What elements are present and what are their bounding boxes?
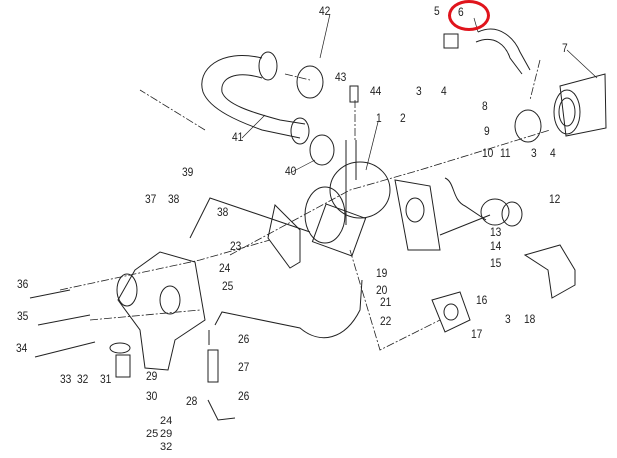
callout-31: 31 <box>100 372 112 386</box>
callout-41: 41 <box>232 130 244 144</box>
callout-29: 29 <box>146 369 158 383</box>
callout-6: 6 <box>458 5 464 19</box>
callout-3: 3 <box>416 84 422 98</box>
flange <box>431 291 471 333</box>
callout-20: 20 <box>376 283 388 297</box>
callout-44: 44 <box>370 84 382 98</box>
callout-13: 13 <box>490 225 502 239</box>
callout-28: 28 <box>186 394 198 408</box>
callout-26b: 26 <box>238 389 250 403</box>
callout-27: 27 <box>238 360 250 374</box>
callout-38b: 38 <box>217 205 229 219</box>
highlight-circle <box>448 0 490 31</box>
callout-26: 26 <box>238 332 250 346</box>
callout-30: 30 <box>146 389 158 403</box>
callout-33: 33 <box>60 372 72 386</box>
callout-18: 18 <box>524 312 536 326</box>
callout-25: 25 <box>222 279 234 293</box>
callout-5: 5 <box>434 4 440 18</box>
callout-32: 32 <box>77 372 89 386</box>
turbocharger <box>329 161 391 219</box>
callout-8: 8 <box>482 99 488 113</box>
callout-39: 39 <box>182 165 194 179</box>
hose-clamp <box>296 65 324 99</box>
callout-34: 34 <box>16 341 28 355</box>
callout-7: 7 <box>562 41 568 55</box>
footnote-item: 29 <box>160 428 173 440</box>
gasket <box>394 179 441 251</box>
callout-43: 43 <box>335 70 347 84</box>
callout-24: 24 <box>219 261 231 275</box>
callout-4b: 4 <box>550 146 556 160</box>
callout-15: 15 <box>490 256 502 270</box>
footnote-item: 24 <box>160 415 173 427</box>
callout-9: 9 <box>484 124 490 138</box>
callout-3c: 3 <box>505 312 511 326</box>
exhaust-manifold <box>117 251 206 371</box>
callout-19: 19 <box>376 266 388 280</box>
intake-hose <box>201 55 306 139</box>
callout-35: 35 <box>17 309 29 323</box>
callout-23: 23 <box>230 239 242 253</box>
callout-16: 16 <box>476 293 488 307</box>
callout-11: 11 <box>500 146 511 160</box>
callout-3b: 3 <box>531 146 537 160</box>
callout-42: 42 <box>319 4 331 18</box>
callout-37: 37 <box>145 192 157 206</box>
footnote-group-label: 25 <box>146 428 159 440</box>
callout-22: 22 <box>380 314 392 328</box>
callout-12: 12 <box>549 192 561 206</box>
callout-17: 17 <box>471 327 483 341</box>
callout-40: 40 <box>285 164 297 178</box>
air-filter <box>559 73 607 137</box>
callout-38: 38 <box>168 192 180 206</box>
callout-14: 14 <box>490 239 502 253</box>
footnote-item: 32 <box>160 441 173 453</box>
callout-36: 36 <box>17 277 29 291</box>
oil-pipe <box>214 279 363 339</box>
callout-2: 2 <box>400 111 406 125</box>
oil-return-hose <box>475 28 531 75</box>
callout-10: 10 <box>482 146 494 160</box>
heat-shield <box>523 244 576 299</box>
callout-21: 21 <box>380 295 392 309</box>
callout-4: 4 <box>441 84 447 98</box>
callout-1: 1 <box>376 111 382 125</box>
